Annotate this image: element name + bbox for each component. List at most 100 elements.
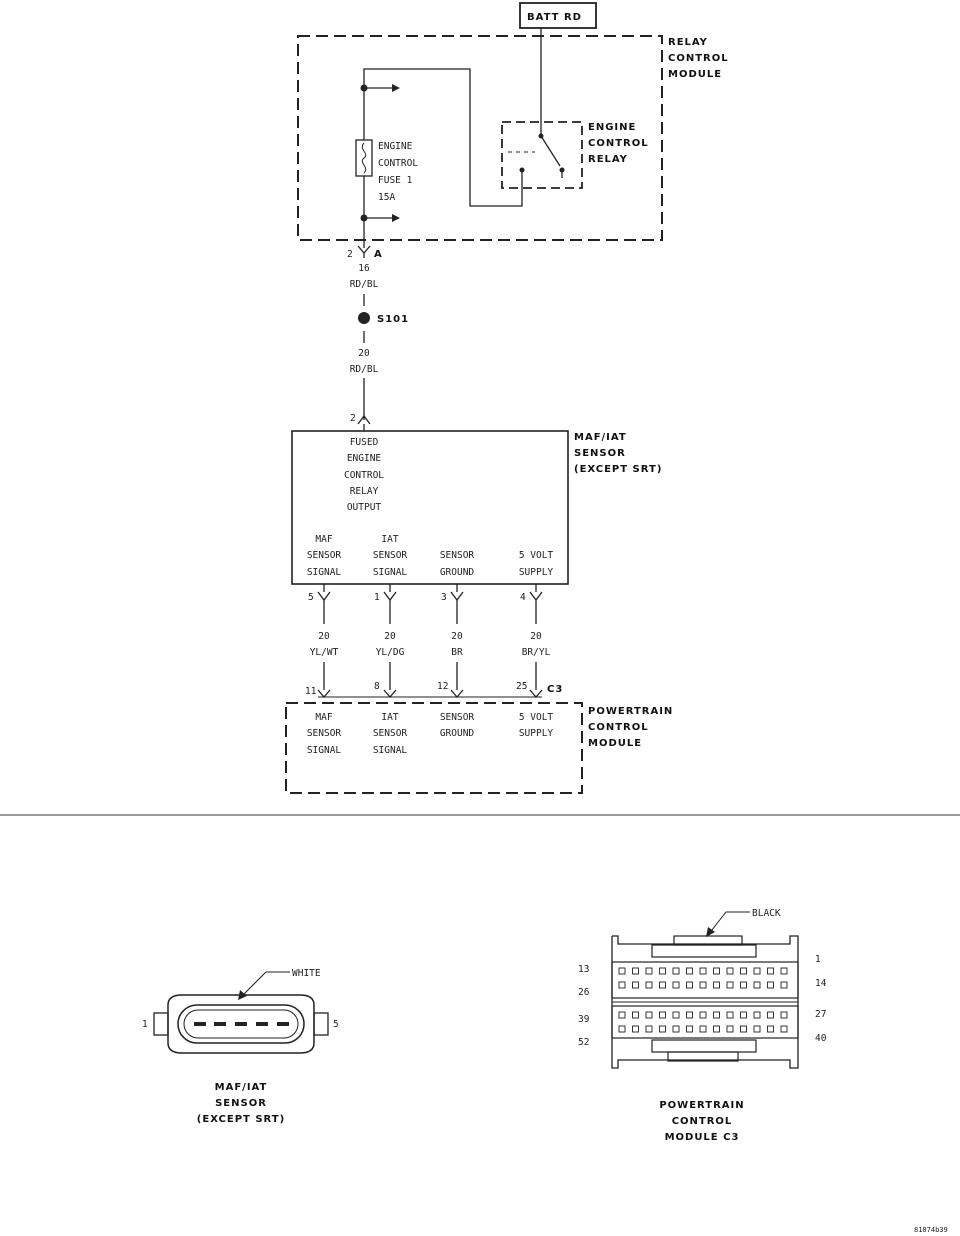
circuit-wire-gauge: 20: [530, 631, 542, 642]
sensor-pin-number: 1: [374, 592, 380, 603]
pcm-pin-connector: [317, 689, 331, 698]
pcm-title-line2: CONTROL: [588, 722, 649, 733]
pcm-cavity: [740, 967, 747, 975]
pcm-circuit-label-1: MAF: [315, 712, 332, 723]
sensor-pin-number: 3: [441, 592, 447, 603]
sensor-circuit-label-3: SIGNAL: [373, 567, 408, 578]
sensor-pin-number: 4: [520, 592, 526, 603]
pcm-pin-number: 12: [437, 681, 448, 692]
sensor-title-line2: SENSOR: [574, 448, 626, 459]
pcm-cavity: [686, 1025, 693, 1033]
pcm-cavity: [740, 981, 747, 989]
sensor-top-label-1: FUSED: [350, 437, 379, 448]
pcm-title-line3: MODULE: [588, 738, 642, 749]
pcm-cavity: [686, 967, 693, 975]
sensor-terminal: [194, 1022, 206, 1026]
pcm-connector-caption-1: POWERTRAIN: [659, 1100, 744, 1111]
relay-label-line3: RELAY: [588, 154, 628, 165]
fuse-bottom-arrow: [392, 214, 400, 222]
sensor-top-connector-symbol: [357, 414, 371, 425]
pcm-cavity: [699, 981, 707, 989]
sensor-circuit-label-1: IAT: [381, 534, 398, 545]
sensor-circuit-label-2: GROUND: [440, 567, 475, 578]
pcm-cavity: [618, 1025, 626, 1033]
pcm-title-line1: POWERTRAIN: [588, 706, 673, 717]
pcm-pin-52: 52: [578, 1037, 589, 1048]
sensor-circuit-label-1: 5 VOLT: [519, 550, 554, 561]
sensor-terminal: [277, 1022, 289, 1026]
sensor-connector-caption-2: SENSOR: [215, 1098, 267, 1109]
fuse-top-arrow: [392, 84, 400, 92]
pcm-cavity: [632, 981, 639, 989]
sensor-connector-color: WHITE: [292, 968, 321, 979]
pcm-cavity: [713, 967, 720, 975]
pcm-cavity: [632, 1011, 639, 1019]
pcm-cavity: [632, 1025, 639, 1033]
sensor-pin-connector: [317, 591, 331, 602]
pcm-pin-number: 25: [516, 681, 527, 692]
pcm-connector-color: BLACK: [752, 908, 781, 919]
splice-s101: [358, 312, 370, 324]
pcm-connector-caption-3: MODULE C3: [665, 1132, 740, 1143]
pcm-cavity: [659, 967, 666, 975]
circuit-wire-color: BR: [451, 647, 463, 658]
pcm-pin-connector: [529, 689, 543, 698]
sensor-pin-connector: [383, 591, 397, 602]
sensor-pin-connector: [529, 591, 543, 602]
pcm-cavity: [726, 967, 734, 975]
sensor-circuit-label-2: SENSOR: [373, 550, 408, 561]
pcm-cavity: [767, 967, 774, 975]
circuit-maf-sensor-signal: MAF SENSOR SIGNAL 5 20 YL/WT 11 MAF SENS…: [305, 534, 341, 756]
circuit-wire-gauge: 20: [384, 631, 396, 642]
pcm-pin-1: 1: [815, 954, 821, 965]
pcm-cavity: [686, 1011, 693, 1019]
pcm-cavity-grid: [618, 967, 788, 1033]
pcm-upper-cavity-block: [611, 961, 799, 999]
circuit-iat-sensor-signal: IAT SENSOR SIGNAL 1 20 YL/DG 8 IAT SENSO…: [373, 534, 408, 756]
pcm-cavity: [672, 967, 680, 975]
circuit-wire-color: YL/WT: [310, 647, 339, 658]
pcm-cavity: [699, 967, 707, 975]
pcm-pin-27: 27: [815, 1009, 826, 1020]
pcm-cavity: [699, 1011, 707, 1019]
sensor-circuit-label-1: SENSOR: [440, 550, 475, 561]
sensor-top-label-5: OUTPUT: [347, 502, 382, 513]
circuit-sensor-ground: SENSOR GROUND 3 20 BR 12 SENSOR GROUND: [437, 550, 474, 739]
sensor-connector-latch-left: [153, 1012, 169, 1036]
pcm-cavity: [618, 1011, 626, 1019]
black-leader-line: [707, 911, 750, 936]
relay-switch-arm: [540, 135, 561, 167]
wire-top-gauge: 16: [358, 263, 370, 274]
fuse-element: [361, 142, 367, 174]
powertrain-control-module-outline: [285, 702, 583, 794]
sensor-top-label-4: RELAY: [350, 486, 379, 497]
pcm-circuit-label-1: 5 VOLT: [519, 712, 554, 723]
pcm-circuit-label-2: SENSOR: [307, 728, 342, 739]
pcm-circuit-label-1: IAT: [381, 712, 398, 723]
pcm-cavity: [726, 1025, 734, 1033]
sensor-connector-pin-left: 1: [142, 1019, 148, 1030]
engine-control-relay-outline: [501, 121, 583, 189]
pcm-cavity: [672, 1011, 680, 1019]
sensor-top-label-3: CONTROL: [344, 470, 384, 481]
pcm-cavity: [672, 981, 680, 989]
wire-mid-gauge: 20: [358, 348, 370, 359]
pcm-cavity: [767, 981, 774, 989]
pcm-pin-26: 26: [578, 987, 590, 998]
pcm-cavity: [713, 1011, 720, 1019]
figure-id: 81074b39: [914, 1226, 948, 1234]
circuit-5-volt-supply: 5 VOLT SUPPLY 4 20 BR/YL 25 5 VOLT SUPPL…: [516, 550, 553, 739]
sensor-circuit-label-1: MAF: [315, 534, 332, 545]
sensor-connector-insert: [177, 1004, 305, 1044]
relay-label-line1: ENGINE: [588, 122, 636, 133]
sensor-title-line3: (EXCEPT SRT): [574, 464, 662, 475]
pcm-top-key: [651, 944, 757, 958]
pcm-cavity: [659, 1025, 666, 1033]
pcm-connector-name: C3: [547, 684, 563, 695]
pcm-cavity: [618, 967, 626, 975]
sensor-terminal: [235, 1022, 247, 1026]
pcm-circuit-label-3: SIGNAL: [373, 745, 408, 756]
circuit-wire-color: BR/YL: [522, 647, 551, 658]
batt-rd-box: [519, 2, 597, 29]
